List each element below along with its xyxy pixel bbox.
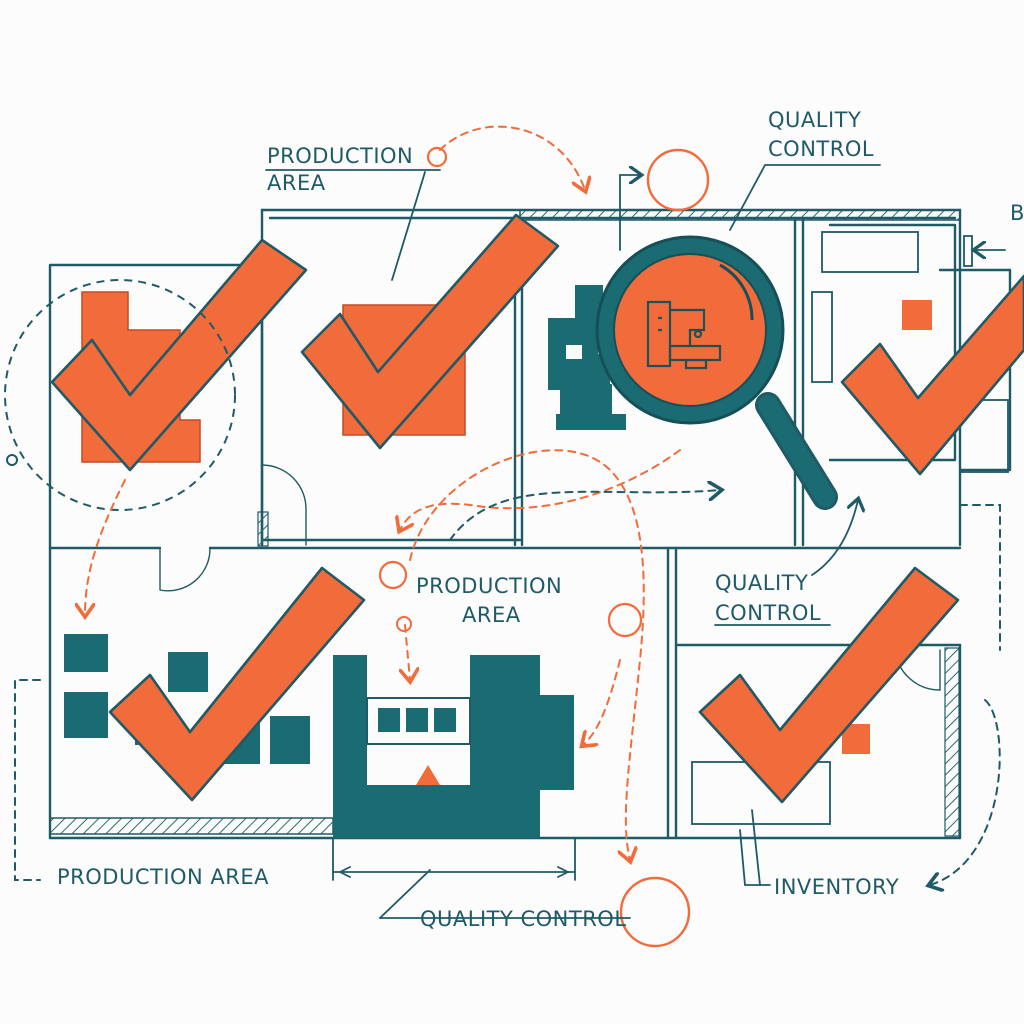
label-leaders: [265, 164, 1006, 919]
checkmark-icon-4: [108, 566, 366, 802]
flow-paths: [4, 125, 1001, 948]
label-production-area-mid-1: PRODUCTION: [416, 574, 562, 598]
label-quality-control-top-2: CONTROL: [768, 137, 874, 161]
checkmark-icon-1: [50, 238, 308, 472]
label-inventory: INVENTORY: [774, 875, 899, 899]
annex-orange-square: [902, 300, 932, 330]
checkmark-icon-5: [698, 566, 960, 804]
label-quality-control-mid-2: CONTROL: [715, 601, 821, 625]
production-machine: [333, 655, 574, 838]
checkmark-icon-3: [840, 274, 1024, 476]
label-production-area-top-1: PRODUCTION: [267, 144, 413, 168]
label-quality-control-mid-1: QUALITY: [715, 571, 808, 595]
label-edge-letter: B: [1010, 201, 1024, 225]
annex-fixtures: [811, 231, 1009, 473]
magnifying-glass-icon: [595, 235, 838, 510]
label-quality-control-bottom: QUALITY CONTROL: [420, 907, 627, 931]
label-production-area-top-2: AREA: [267, 171, 326, 195]
label-quality-control-top-1: QUALITY: [768, 108, 861, 132]
checkmark-icon-2: [300, 213, 560, 450]
machine-icon: [548, 285, 626, 430]
label-production-area-mid-2: AREA: [462, 603, 521, 627]
label-production-area-bottom: PRODUCTION AREA: [57, 865, 269, 889]
